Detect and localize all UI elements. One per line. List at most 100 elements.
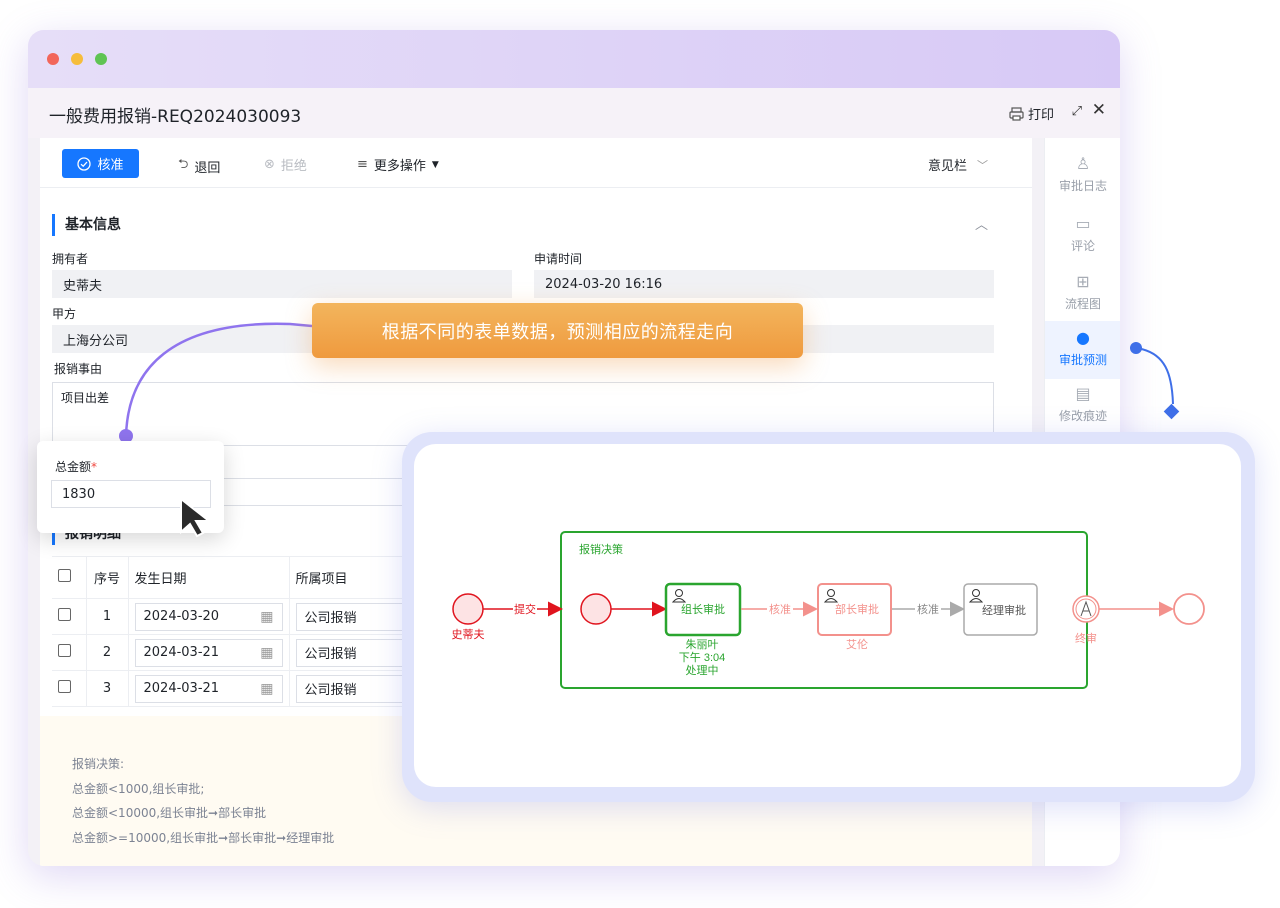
approve-edge-1-label: 核准 (769, 602, 791, 616)
rules-title: 报销决策: (72, 757, 125, 771)
sidebar-item-approval-log[interactable]: ♙ 审批日志 (1045, 154, 1120, 206)
return-label: 退回 (194, 160, 221, 176)
dept-head-node-label: 部长审批 (835, 602, 879, 616)
feature-banner: 根据不同的表单数据，预测相应的流程走向 (312, 303, 803, 358)
flowchart-icon: ⊞ (1076, 272, 1090, 291)
close-icon[interactable]: ✕ (1091, 100, 1106, 120)
column-header-date: 发生日期 (127, 556, 289, 599)
sidebar-item-label: 审批日志 (1058, 179, 1107, 193)
final-approval-event (1072, 595, 1100, 623)
print-button[interactable]: 打印 (1009, 104, 1054, 123)
dept-head-person: 艾伦 (846, 637, 868, 651)
date-value: 2024-03-20 (143, 609, 220, 624)
opinion-panel-toggle[interactable]: 意见栏 ﹀ (927, 155, 988, 175)
row-checkbox[interactable] (58, 608, 71, 621)
calendar-icon: ▦ (260, 680, 274, 697)
owner-label: 拥有者 (52, 252, 89, 266)
column-header-no: 序号 (85, 556, 128, 599)
maximize-window-dot[interactable] (95, 53, 107, 65)
team-lead-status: 处理中 (686, 664, 719, 677)
submit-edge-label: 提交 (514, 602, 536, 616)
document-header: 一般费用报销-REQ2024030093 打印 ⤢ ✕ (28, 88, 1120, 138)
calendar-icon: ▦ (260, 644, 274, 661)
start-event (452, 593, 484, 625)
row-no: 1 (85, 598, 128, 635)
date-picker[interactable]: 2024-03-20▦ (134, 602, 283, 631)
reject-circle-icon: ⊗ (264, 157, 275, 172)
return-button[interactable]: ⮌ 退回 (178, 155, 220, 177)
sidebar-item-label: 流程图 (1064, 297, 1101, 311)
apply-time-field: 2024-03-20 16:16 (534, 270, 994, 298)
approve-button[interactable]: 核准 (62, 149, 139, 178)
project-select[interactable]: 公司报销 (295, 638, 416, 667)
close-window-dot[interactable] (47, 53, 59, 65)
date-value: 2024-03-21 (143, 645, 220, 660)
date-picker[interactable]: 2024-03-21 ▦ (134, 674, 283, 703)
manager-approval-node (963, 583, 1038, 636)
date-value: 2024-03-21 (143, 681, 220, 696)
flow-diagram: 报销决策 史蒂夫 提交 组长审批 朱丽叶 下午 3:04 处理中 (452, 531, 1205, 689)
row-no: 3 (85, 670, 128, 707)
row-no: 2 (85, 634, 128, 671)
manager-node-label: 经理审批 (982, 603, 1026, 617)
total-amount-label: 总金额* (55, 460, 98, 474)
sidebar-item-change-trace[interactable]: ▤ 修改痕迹 (1045, 384, 1120, 430)
owner-field: 史蒂夫 (52, 270, 512, 298)
minimize-window-dot[interactable] (71, 53, 83, 65)
user-predict-icon: ● (1076, 328, 1090, 347)
total-amount-input[interactable]: 1830 (51, 480, 211, 508)
start-person-label: 史蒂夫 (452, 628, 485, 641)
sidebar-item-label: 修改痕迹 (1058, 409, 1107, 423)
opinion-label: 意见栏 (927, 159, 967, 174)
menu-lines-icon: ≡ (357, 157, 368, 172)
sidebar-item-comments[interactable]: ▭ 评论 (1045, 214, 1120, 266)
team-lead-approval-node (664, 582, 742, 637)
sidebar-item-flowchart[interactable]: ⊞ 流程图 (1045, 272, 1120, 324)
rule-line: 总金额>=10000,组长审批➞部长审批➞经理审批 (72, 830, 335, 845)
flow-prediction-panel: 报销决策 史蒂夫 提交 组长审批 朱丽叶 下午 3:04 处理中 (402, 432, 1255, 802)
chevron-up-icon[interactable]: ︿ (974, 218, 988, 233)
row-checkbox[interactable] (58, 680, 71, 693)
project-select[interactable]: 公司报销 (295, 674, 416, 703)
reason-label: 报销事由 (54, 362, 103, 376)
party-label: 甲方 (52, 307, 77, 321)
chevron-down-icon: ﹀ (977, 158, 988, 172)
check-circle-icon (77, 156, 92, 171)
team-lead-person: 朱丽叶 (686, 638, 719, 651)
inner-start-event (580, 593, 612, 625)
reject-label: 拒绝 (280, 159, 307, 174)
action-toolbar: 核准 ⮌ 退回 ⊗ 拒绝 ≡ 更多操作 ▼ 意见栏 ﹀ (40, 138, 1032, 188)
select-all-checkbox[interactable] (58, 569, 71, 582)
undo-icon: ⮌ (178, 157, 189, 172)
required-mark: * (91, 460, 98, 474)
reject-button[interactable]: ⊗ 拒绝 (264, 155, 307, 174)
apply-time-label: 申请时间 (534, 252, 583, 266)
basic-info-section-title: 基本信息 (52, 214, 121, 236)
approve-label: 核准 (97, 158, 124, 173)
approve-edge-2-label: 核准 (917, 602, 939, 616)
flow-diagram-canvas: 报销决策 史蒂夫 提交 组长审批 朱丽叶 下午 3:04 处理中 (414, 444, 1241, 787)
mouse-cursor-icon (180, 496, 212, 538)
window-titlebar (28, 30, 1120, 88)
more-actions-dropdown[interactable]: ≡ 更多操作 ▼ (357, 155, 439, 174)
team-lead-node-label: 组长审批 (681, 602, 725, 616)
page-title: 一般费用报销-REQ2024030093 (49, 107, 302, 127)
expand-icon[interactable]: ⤢ (1071, 104, 1082, 119)
table-row: 1 2024-03-20▦ 公司报销 (52, 598, 472, 635)
caret-down-icon: ▼ (431, 159, 439, 170)
sidebar-item-label: 审批预测 (1058, 353, 1107, 367)
end-event (1173, 593, 1205, 625)
dept-head-approval-node (817, 583, 892, 636)
rule-line: 总金额<1000,组长审批; (72, 781, 205, 796)
sidebar-item-approval-prediction[interactable]: ● 审批预测 (1045, 321, 1120, 379)
project-select[interactable]: 公司报销 (295, 602, 416, 631)
team-lead-time: 下午 3:04 (679, 651, 725, 664)
date-picker[interactable]: 2024-03-21 ▦ (134, 638, 283, 667)
print-label: 打印 (1027, 108, 1054, 123)
sidebar-item-label: 评论 (1070, 239, 1095, 253)
row-checkbox[interactable] (58, 644, 71, 657)
doc-trace-icon: ▤ (1075, 384, 1091, 403)
final-approval-label: 终审 (1075, 631, 1097, 645)
comment-icon: ▭ (1075, 214, 1091, 233)
